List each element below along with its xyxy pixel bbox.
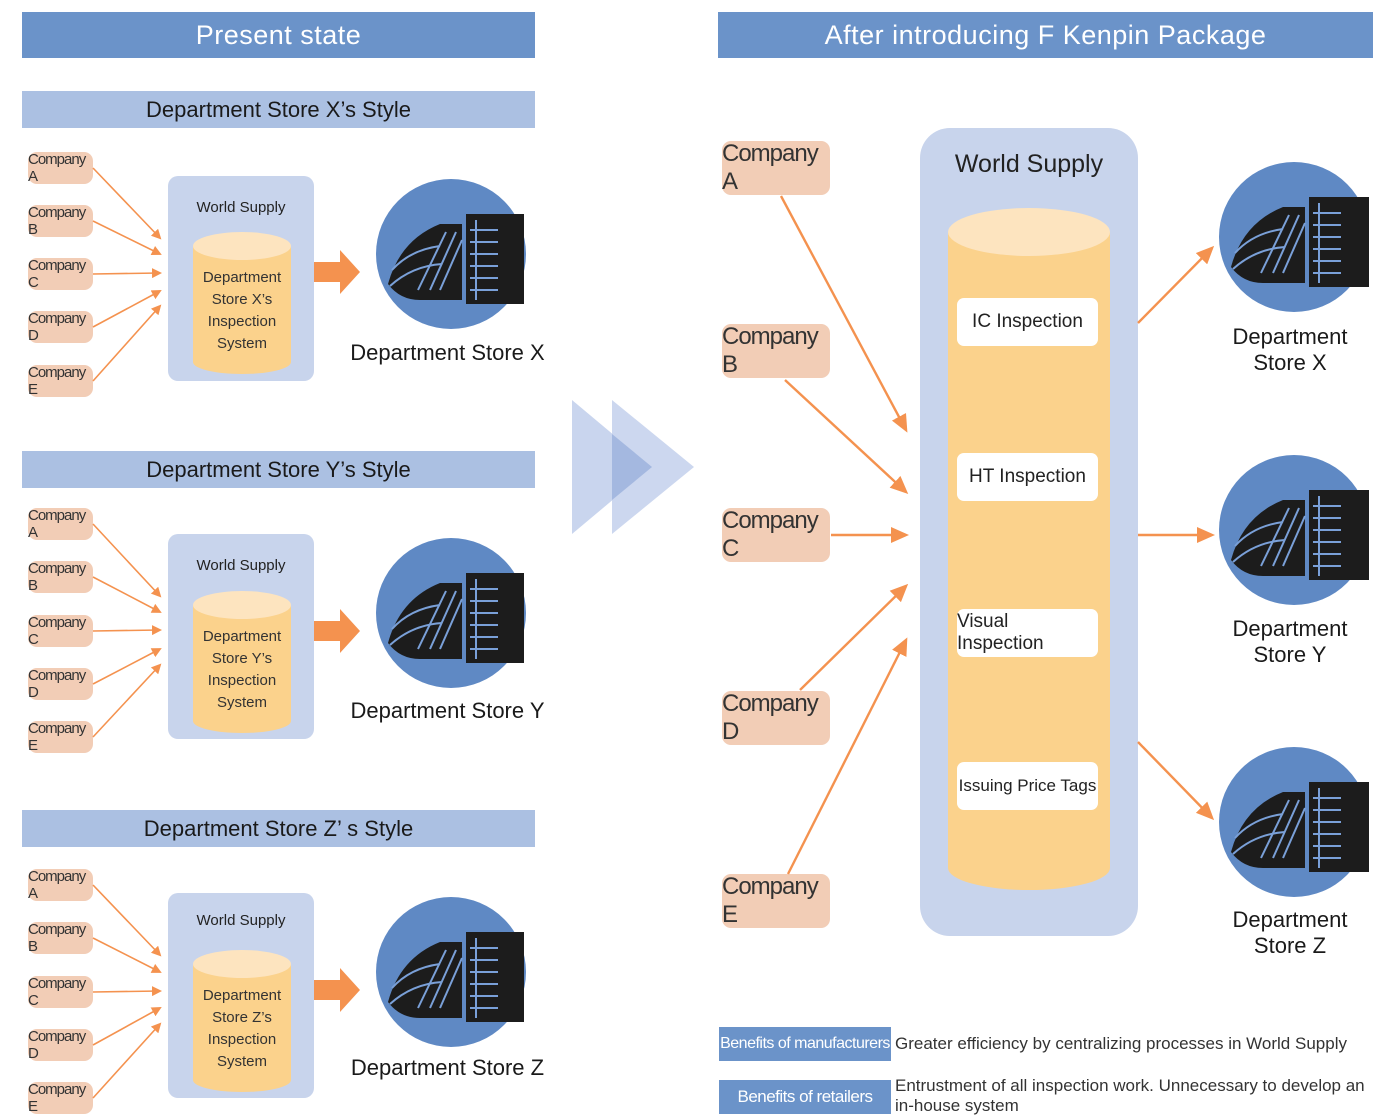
company-d-box-large: Company D (722, 690, 830, 745)
company-c-box: Company C (28, 614, 93, 648)
benefits-retailers-tag: Benefits of retailers (719, 1080, 891, 1114)
company-a-box: Company A (28, 868, 93, 902)
ht-inspection-box: HT Inspection (957, 453, 1098, 501)
company-b-box: Company B (28, 560, 93, 594)
store-label-x: Department Store X (350, 340, 545, 365)
company-e-box: Company E (28, 720, 93, 754)
style-title-y: Department Store Y’s Style (22, 451, 535, 488)
store-y-icon-large (1219, 455, 1369, 605)
inspection-system-cylinder-z (193, 950, 291, 1092)
world-supply-label-large: World Supply (954, 150, 1104, 178)
company-c-box-large: Company C (722, 507, 830, 562)
ic-inspection-box: IC Inspection (957, 298, 1098, 346)
company-b-box: Company B (28, 921, 93, 955)
after-introducing-header: After introducing F Kenpin Package (718, 12, 1373, 58)
visual-inspection-box: Visual Inspection (957, 609, 1098, 657)
company-b-box-large: Company B (722, 323, 830, 378)
company-d-box: Company D (28, 667, 93, 701)
store-z-icon-large (1219, 747, 1369, 897)
company-a-box-large: Company A (722, 140, 830, 195)
world-supply-label: World Supply (196, 912, 286, 929)
company-a-box: Company A (28, 151, 93, 185)
style-title-z: Department Store Z’ s Style (22, 810, 535, 847)
store-y-icon (376, 538, 526, 688)
benefits-retailers-text: Entrustment of all inspection work. Unne… (895, 1076, 1365, 1115)
company-b-box: Company B (28, 204, 93, 238)
company-e-box: Company E (28, 364, 93, 398)
store-label-z: Department Store Z (350, 1055, 545, 1080)
benefits-manufacturers-text: Greater efficiency by centralizing proce… (895, 1034, 1347, 1053)
inspection-system-cylinder-y (193, 591, 291, 733)
style-title-x: Department Store X’s Style (22, 91, 535, 128)
company-d-box: Company D (28, 310, 93, 344)
store-z-icon (376, 897, 526, 1047)
world-supply-label: World Supply (196, 199, 286, 216)
present-state-header: Present state (22, 12, 535, 58)
company-c-box: Company C (28, 257, 93, 291)
store-x-icon-large (1219, 162, 1369, 312)
company-c-box: Company C (28, 975, 93, 1009)
benefits-manufacturers-tag: Benefits of manufacturers (719, 1027, 891, 1061)
company-d-box: Company D (28, 1028, 93, 1062)
world-supply-label: World Supply (196, 557, 286, 574)
company-e-box-large: Company E (722, 873, 830, 928)
inspection-system-cylinder-x (193, 232, 291, 374)
store-x-icon (376, 179, 526, 329)
transition-chevron-icon (572, 400, 694, 534)
company-a-box: Company A (28, 507, 93, 541)
store-label-y: Department Store Y (350, 698, 545, 723)
company-e-box: Company E (28, 1081, 93, 1115)
issuing-price-tags-box: Issuing Price Tags (957, 762, 1098, 810)
